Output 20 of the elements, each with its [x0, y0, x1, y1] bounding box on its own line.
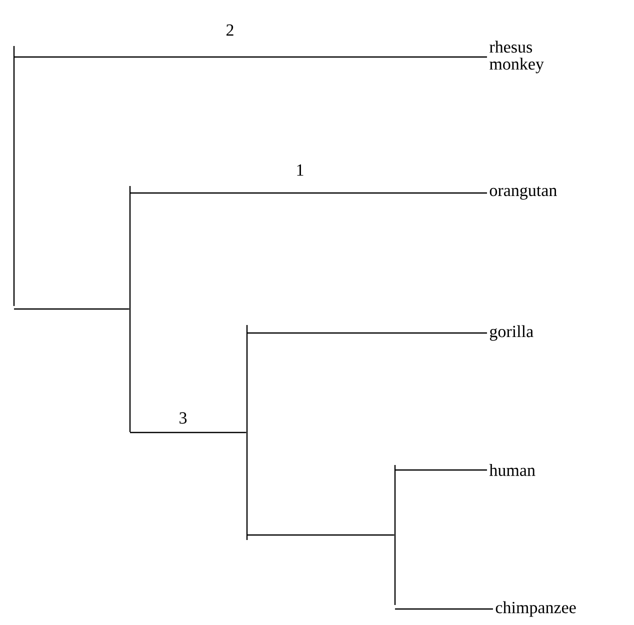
species-label: gorilla: [490, 325, 534, 341]
branch-line: [13, 46, 15, 306]
tree-branch: [247, 332, 487, 334]
branch-line: [394, 465, 396, 605]
tree-branch: [14, 308, 130, 310]
tree-branch: [247, 534, 394, 536]
branch-line: [129, 186, 131, 432]
branch-label: 3: [178, 411, 188, 425]
tree-branch: [395, 608, 493, 610]
branch-line: [246, 325, 248, 540]
species-label: rhesus monkey: [490, 40, 544, 74]
tree-branch: [130, 192, 487, 194]
branch-label: 2: [224, 23, 236, 37]
branch-label: 1: [294, 163, 306, 177]
species-label: orangutan: [490, 186, 557, 200]
tree-branch: [395, 469, 487, 471]
tree-branch: [130, 432, 246, 434]
species-label: human: [489, 464, 536, 476]
tree-branch: [14, 56, 487, 58]
species-label: chimpanzee: [496, 601, 576, 617]
